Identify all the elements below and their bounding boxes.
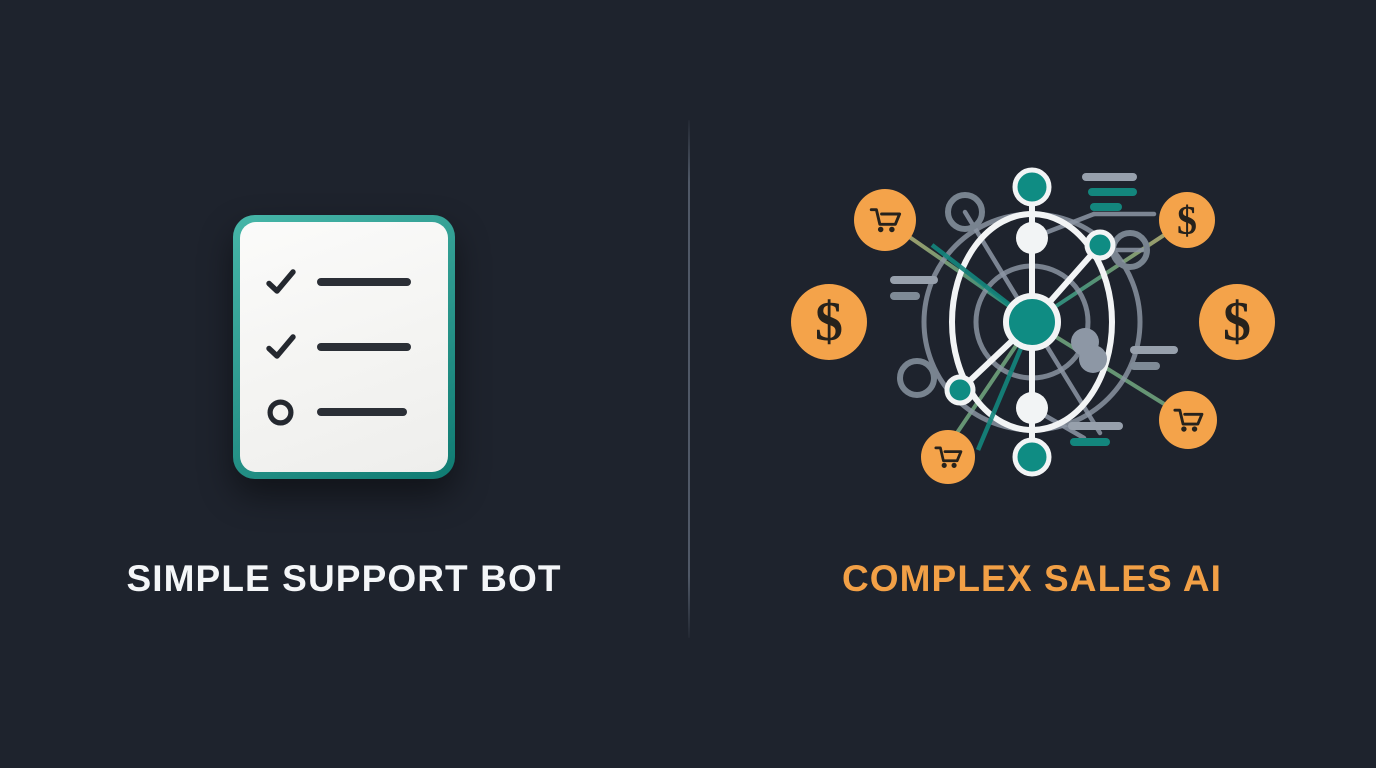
checklist-item-line	[317, 343, 411, 351]
left-panel-simple-support-bot: SIMPLE SUPPORT BOT	[0, 150, 688, 599]
cart-icon	[1173, 408, 1204, 432]
dollar-icon: $	[1177, 198, 1197, 243]
checklist-card-border	[233, 215, 455, 479]
checklist-item	[264, 265, 424, 299]
dollar-icon: $	[815, 291, 843, 353]
network-svg: $ $ $	[791, 167, 1275, 484]
badge-cart-top-left	[854, 189, 916, 251]
badge-cart-bottom-right	[1159, 391, 1217, 449]
data-bars-top-right	[1082, 173, 1137, 211]
network-gray-nodes	[1071, 328, 1107, 373]
badge-dollar-left: $	[791, 284, 867, 360]
checklist-card	[233, 215, 455, 479]
checklist-card-surface	[240, 222, 448, 472]
badge-dollar-top-right: $	[1159, 192, 1215, 248]
network-white-nodes	[1016, 222, 1048, 424]
checklist-item	[264, 395, 424, 429]
left-illustration-area	[0, 150, 688, 530]
checklist-item-line	[317, 278, 411, 286]
check-icon	[266, 334, 296, 359]
dollar-icon: $	[1223, 291, 1251, 353]
data-bars-left	[890, 276, 938, 300]
cart-icon	[934, 446, 963, 468]
data-bars-bottom-right	[1068, 422, 1123, 446]
right-illustration-area: $ $ $	[688, 150, 1376, 530]
sales-network-diagram: $ $ $	[782, 150, 1282, 520]
checklist-item-line	[317, 408, 407, 416]
left-panel-caption: SIMPLE SUPPORT BOT	[126, 558, 562, 599]
badge-cart-bottom-left	[921, 430, 975, 484]
network-hub-node	[1003, 293, 1061, 351]
vertical-divider	[688, 120, 690, 638]
check-icon	[266, 269, 296, 294]
checklist-item	[264, 330, 424, 364]
right-panel-complex-sales-ai: $ $ $	[688, 0, 1376, 768]
cart-icon	[869, 208, 902, 233]
circle-outline-icon	[267, 399, 294, 426]
data-bars-right	[1130, 346, 1178, 370]
right-panel-caption: COMPLEX SALES AI	[841, 558, 1223, 599]
network-teal-nodes	[944, 167, 1116, 477]
badge-dollar-right: $	[1199, 284, 1275, 360]
